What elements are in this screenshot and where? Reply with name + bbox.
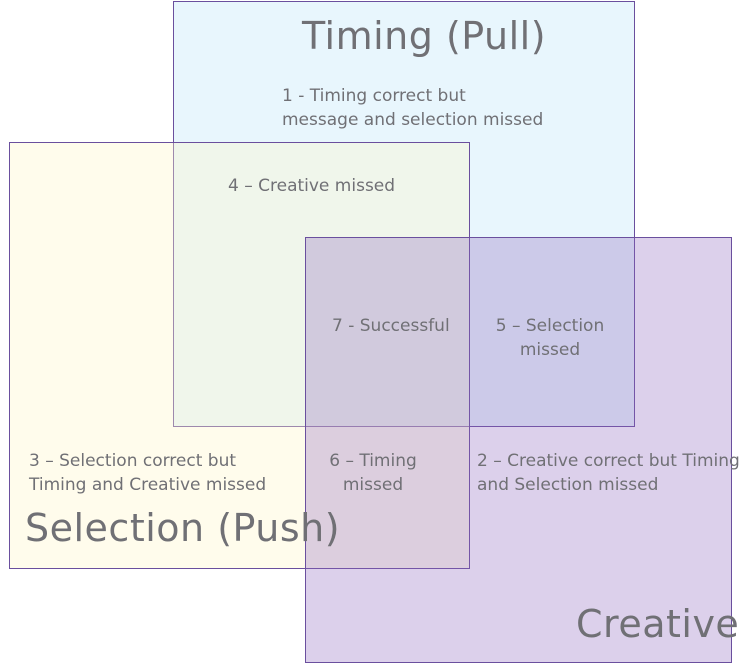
region-2-label: 2 – Creative correct but Timing and Sele… — [477, 451, 740, 495]
timing-set-box — [173, 1, 635, 427]
region-7-label: 7 - Successful — [332, 316, 450, 336]
selection-set-box — [9, 142, 470, 569]
region-4-label: 4 – Creative missed — [228, 176, 396, 196]
creative-set-title: Creative — [576, 602, 740, 646]
selection-set-title: Selection (Push) — [25, 506, 341, 550]
timing-set-title: Timing (Pull) — [302, 14, 547, 58]
region-3-label: 3 – Selection correct but Timing and Cre… — [29, 451, 267, 495]
creative-set-box — [305, 237, 732, 663]
region-1-label: 1 - Timing correct but message and selec… — [282, 86, 544, 130]
region-6-label: 6 – Timing missed — [329, 451, 417, 495]
region-5-label: 5 – Selection missed — [495, 316, 605, 360]
